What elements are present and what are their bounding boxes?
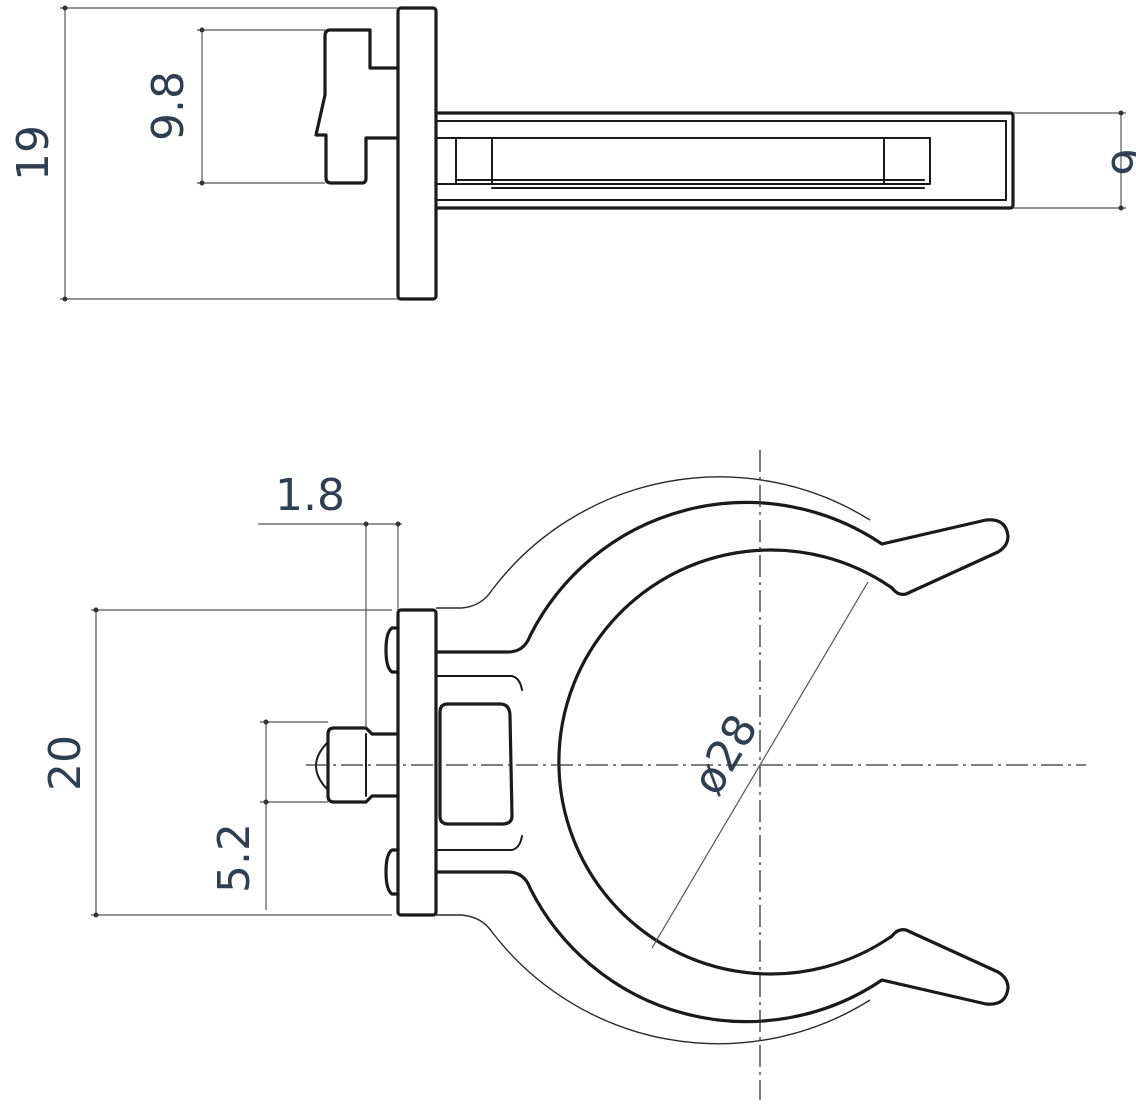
dim-cap-height: 9.8	[143, 71, 194, 141]
side-view	[314, 6, 1015, 301]
dim-plate-thickness: 1.8	[275, 470, 345, 521]
side-view-plate	[396, 6, 438, 301]
front-view-dimensions: 1.8 20 5.2 ø28	[40, 470, 869, 949]
front-view-plate	[396, 608, 438, 917]
dim-plate-height: 20	[40, 735, 91, 791]
front-view-centerlines	[306, 450, 1086, 1100]
front-view-c-clip	[434, 500, 1010, 1024]
dim-arm-thickness: 6	[1101, 148, 1136, 176]
dim-nut-size: 5.2	[209, 823, 260, 893]
dim-overall-height: 19	[8, 125, 59, 181]
side-view-arm	[434, 111, 1015, 210]
front-view-hex-block	[438, 702, 514, 826]
dim-ring-diameter: ø28	[683, 706, 769, 803]
side-view-dimensions: 19 9.8 6	[8, 5, 1136, 302]
front-view-envelope	[436, 476, 871, 1045]
side-view-knob	[314, 28, 400, 185]
front-view	[315, 476, 1010, 1045]
